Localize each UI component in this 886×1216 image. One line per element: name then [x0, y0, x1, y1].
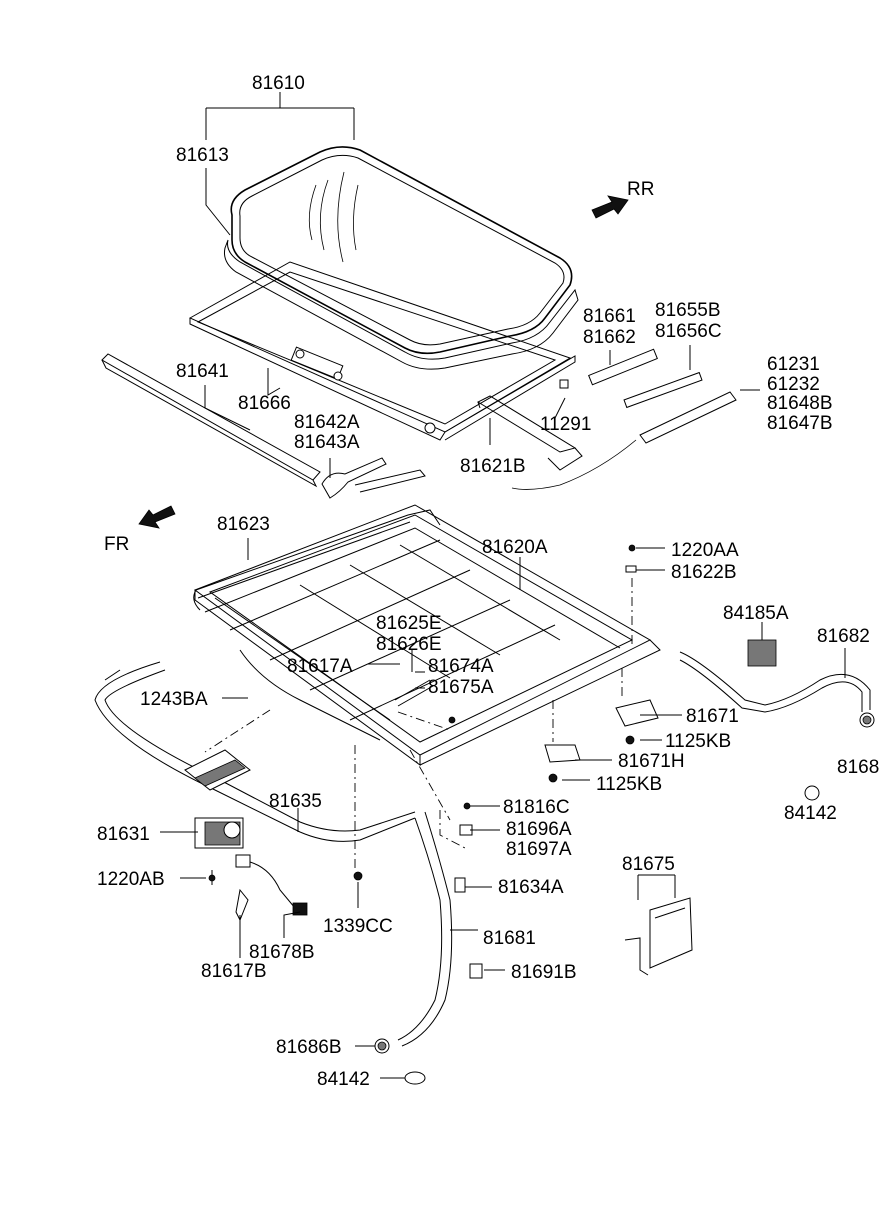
label-81681: 81681 [483, 928, 536, 949]
label-81691b: 81691B [511, 962, 577, 983]
rear-guide-rail [476, 395, 583, 471]
alignment-lines [204, 578, 633, 870]
label-81686b: 81686B [276, 1037, 342, 1058]
label-81675a: 81675A [428, 677, 494, 698]
deflector-frame [188, 261, 576, 441]
drain-hoses [94, 651, 871, 1047]
label-81620a: 81620A [482, 537, 548, 558]
label-8168-cut: 8168 [837, 757, 879, 778]
label-81625e: 81625E [376, 613, 442, 634]
label-81656c: 81656C [655, 321, 722, 342]
weather-strip [101, 353, 321, 488]
label-81634a: 81634A [498, 877, 564, 898]
label-81621b: 81621B [460, 456, 526, 477]
label-1125kb-2: 1125KB [596, 774, 662, 795]
label-81622b: 81622B [671, 562, 737, 583]
pad [747, 639, 777, 667]
label-81623: 81623 [217, 514, 270, 535]
label-81631: 81631 [97, 824, 150, 845]
label-81626e: 81626E [376, 634, 442, 655]
label-81610: 81610 [252, 73, 305, 94]
label-84142-bottom: 84142 [317, 1069, 370, 1090]
direction-arrows [138, 195, 629, 529]
small-clips [448, 716, 483, 979]
label-61232: 61232 [767, 374, 820, 395]
label-81662: 81662 [583, 327, 636, 348]
label-81697a: 81697A [506, 839, 572, 860]
label-81647b: 81647B [767, 413, 833, 434]
label-81617a: 81617A [287, 656, 353, 677]
link-rod [394, 679, 434, 707]
motor-bracket [184, 749, 251, 791]
corner-trim-piece [321, 457, 426, 499]
label-fr: FR [104, 534, 129, 555]
label-81678b: 81678B [249, 942, 315, 963]
sunroof-motor [194, 817, 308, 922]
label-84142-right: 84142 [784, 803, 837, 824]
label-81648b: 81648B [767, 393, 833, 414]
label-81666: 81666 [238, 393, 291, 414]
grommets [353, 712, 875, 1085]
label-81661: 81661 [583, 306, 636, 327]
clip-81675 [624, 897, 693, 976]
label-81671: 81671 [686, 706, 739, 727]
label-81675: 81675 [622, 854, 675, 875]
label-rr: RR [627, 179, 654, 200]
label-1220aa: 1220AA [671, 540, 739, 561]
label-81696a: 81696A [506, 819, 572, 840]
label-81816c: 81816C [503, 797, 570, 818]
label-81641: 81641 [176, 361, 229, 382]
part-labels: 81610 81613 RR 81661 81662 81655B 81656C… [97, 73, 879, 1090]
label-11291: 11291 [540, 414, 591, 435]
label-81613: 81613 [176, 145, 229, 166]
glass-panel [224, 146, 579, 370]
side-rail [193, 509, 441, 611]
fr-arrow-icon [138, 505, 176, 529]
label-81671h: 81671H [618, 751, 685, 772]
label-61231: 61231 [767, 354, 820, 375]
label-1125kb-1: 1125KB [665, 731, 731, 752]
label-1339cc: 1339CC [323, 916, 393, 937]
label-1220ab: 1220AB [97, 869, 165, 890]
label-81643a: 81643A [294, 432, 360, 453]
sunroof-main-frame [193, 504, 661, 766]
leader-lines [160, 92, 846, 1079]
rr-arrow-icon [591, 195, 629, 219]
label-81635: 81635 [269, 791, 322, 812]
label-84185a: 84185A [723, 603, 789, 624]
brackets-right [544, 544, 659, 783]
label-81642a: 81642A [294, 412, 360, 433]
label-81617b: 81617B [201, 961, 267, 982]
label-81674a: 81674A [428, 656, 494, 677]
rear-slider-assemblies [511, 348, 737, 490]
label-81655b: 81655B [655, 300, 721, 321]
label-81682: 81682 [817, 626, 870, 647]
label-1243ba: 1243BA [140, 689, 208, 710]
